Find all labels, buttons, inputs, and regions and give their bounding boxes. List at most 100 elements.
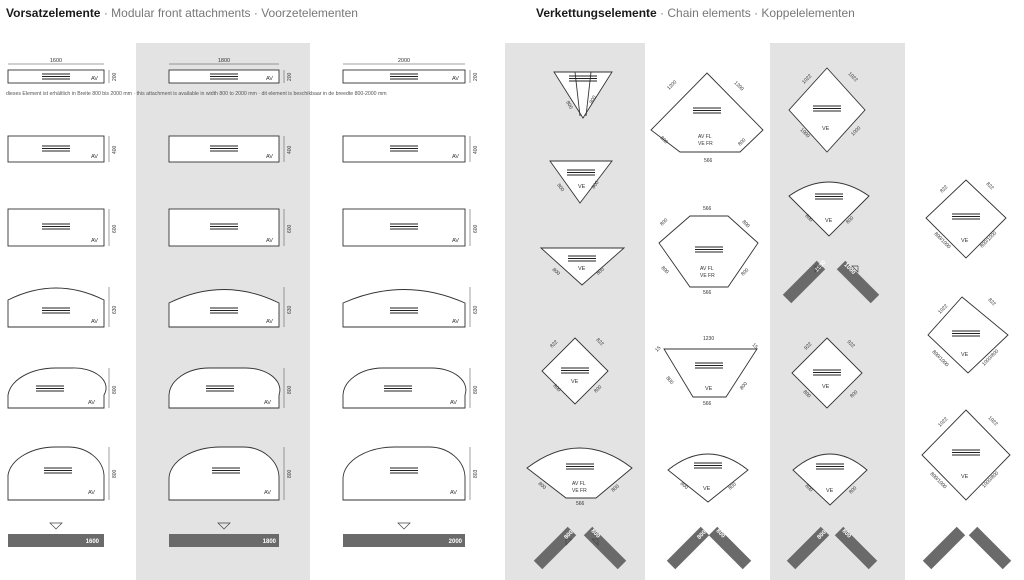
svg-text:VE: VE xyxy=(961,474,969,480)
svg-text:VE: VE xyxy=(703,486,711,492)
svg-text:800: 800 xyxy=(659,135,669,145)
svg-text:800: 800 xyxy=(660,265,670,275)
svg-text:822: 822 xyxy=(595,337,605,347)
attachment-630-arc xyxy=(7,287,105,328)
svg-text:VE: VE xyxy=(571,379,579,385)
svg-text:AV: AV xyxy=(452,76,459,82)
chain-col-4: VE 822 822 800/1000 800/1000 VE 1022 822… xyxy=(921,179,1012,570)
svg-text:AV: AV xyxy=(452,154,459,160)
svg-text:800: 800 xyxy=(287,385,293,394)
svg-text:630: 630 xyxy=(473,305,479,314)
svg-text:AV: AV xyxy=(266,319,273,325)
svg-text:800: 800 xyxy=(595,266,605,276)
svg-text:566: 566 xyxy=(704,158,713,164)
svg-text:VE: VE xyxy=(578,184,586,190)
svg-text:800: 800 xyxy=(287,469,293,478)
svg-text:800: 800 xyxy=(659,217,669,227)
svg-text:800: 800 xyxy=(849,389,859,399)
width-label: 1600 xyxy=(50,58,62,64)
svg-text:VE FR: VE FR xyxy=(572,488,587,494)
svg-text:1000: 1000 xyxy=(850,125,862,137)
svg-text:1022: 1022 xyxy=(937,416,949,428)
svg-text:VE FR: VE FR xyxy=(700,273,715,279)
svg-text:AV: AV xyxy=(91,238,98,244)
svg-text:922: 922 xyxy=(846,339,856,349)
svg-text:1200: 1200 xyxy=(666,79,678,91)
svg-text:VE: VE xyxy=(961,238,969,244)
section-title: Verkettungselemente xyxy=(536,6,657,20)
front-col-2000: 2000 AV 200 AV 400 AV 600 AV 630 AV 800 … xyxy=(342,58,479,547)
svg-text:VE FR: VE FR xyxy=(698,141,713,147)
svg-text:800: 800 xyxy=(737,137,747,147)
section-subtitle: · Chain elements · Koppelelementen xyxy=(656,6,855,20)
svg-text:VE: VE xyxy=(705,386,713,392)
svg-text:800: 800 xyxy=(551,267,561,277)
svg-text:600: 600 xyxy=(112,224,118,233)
chain-big xyxy=(650,72,764,153)
attachment-400 xyxy=(7,135,105,163)
svg-text:400: 400 xyxy=(112,145,118,154)
svg-text:800: 800 xyxy=(740,267,750,277)
svg-text:2000: 2000 xyxy=(449,539,463,545)
svg-text:400: 400 xyxy=(287,145,293,154)
svg-text:800: 800 xyxy=(804,213,814,223)
svg-text:800: 800 xyxy=(840,528,852,540)
svg-text:800: 800 xyxy=(112,385,118,394)
svg-text:800: 800 xyxy=(589,528,601,540)
svg-text:822: 822 xyxy=(987,297,997,307)
availability-note: dieses Element ist erhältlich in Breite … xyxy=(6,91,387,97)
svg-text:AV: AV xyxy=(264,400,271,406)
chain-col-3: VE 1022 1022 1000 1000 VE 800 800 1000 1… xyxy=(782,67,880,570)
svg-text:AV: AV xyxy=(264,490,271,496)
svg-text:800: 800 xyxy=(816,529,828,541)
svg-text:AV: AV xyxy=(450,490,457,496)
svg-text:800: 800 xyxy=(802,389,812,399)
section-header-front: Vorsatzelemente · Modular front attachme… xyxy=(6,6,358,20)
width-label: 1800 xyxy=(218,58,230,64)
svg-text:15: 15 xyxy=(654,345,662,353)
depth-label: 200 xyxy=(112,72,118,81)
svg-text:VE: VE xyxy=(826,488,834,494)
svg-text:800: 800 xyxy=(591,180,601,190)
svg-text:630: 630 xyxy=(287,305,293,314)
svg-text:800: 800 xyxy=(741,219,751,229)
code-label: AV xyxy=(91,76,98,82)
attachment-600 xyxy=(7,208,105,247)
svg-text:822: 822 xyxy=(985,181,995,191)
attachment-800-round xyxy=(7,367,107,409)
svg-text:800: 800 xyxy=(555,183,565,193)
attachment-800-deep xyxy=(7,446,105,501)
width-label: 2000 xyxy=(398,58,410,64)
svg-text:1022: 1022 xyxy=(847,71,859,83)
bar-2000 xyxy=(343,534,465,547)
svg-text:800: 800 xyxy=(563,529,575,541)
svg-text:AV: AV xyxy=(266,154,273,160)
svg-text:VE: VE xyxy=(822,384,830,390)
svg-text:AV: AV xyxy=(266,76,273,82)
svg-text:600: 600 xyxy=(473,224,479,233)
bar-1800 xyxy=(169,534,279,547)
svg-text:AV: AV xyxy=(91,319,98,325)
svg-text:822: 822 xyxy=(939,184,949,194)
svg-text:922: 922 xyxy=(803,341,813,351)
svg-text:566: 566 xyxy=(703,206,712,212)
svg-text:822: 822 xyxy=(549,339,559,349)
section-title: Vorsatzelemente xyxy=(6,6,101,20)
svg-text:AV: AV xyxy=(266,238,273,244)
svg-text:800: 800 xyxy=(593,384,603,394)
svg-text:1600: 1600 xyxy=(86,539,100,545)
svg-text:1230: 1230 xyxy=(703,336,714,342)
svg-text:566: 566 xyxy=(703,290,712,296)
chain-col-2: AV FL VE FR 1200 1200 800 566 800 AV FL … xyxy=(650,72,764,570)
bar-1600 xyxy=(8,534,104,547)
svg-text:800: 800 xyxy=(664,375,674,385)
svg-text:1800: 1800 xyxy=(263,539,277,545)
section-header-chain: Verkettungselemente · Chain elements · K… xyxy=(536,6,855,20)
svg-text:803: 803 xyxy=(473,469,479,478)
svg-text:800: 800 xyxy=(845,215,855,225)
svg-text:800: 800 xyxy=(610,483,620,493)
svg-text:800: 800 xyxy=(714,528,726,540)
front-col-1800: 1800 AV 200 AV 400 AV 600 AV 630 AV 800 … xyxy=(168,58,293,547)
svg-text:200: 200 xyxy=(287,72,293,81)
svg-text:VE: VE xyxy=(578,266,586,272)
